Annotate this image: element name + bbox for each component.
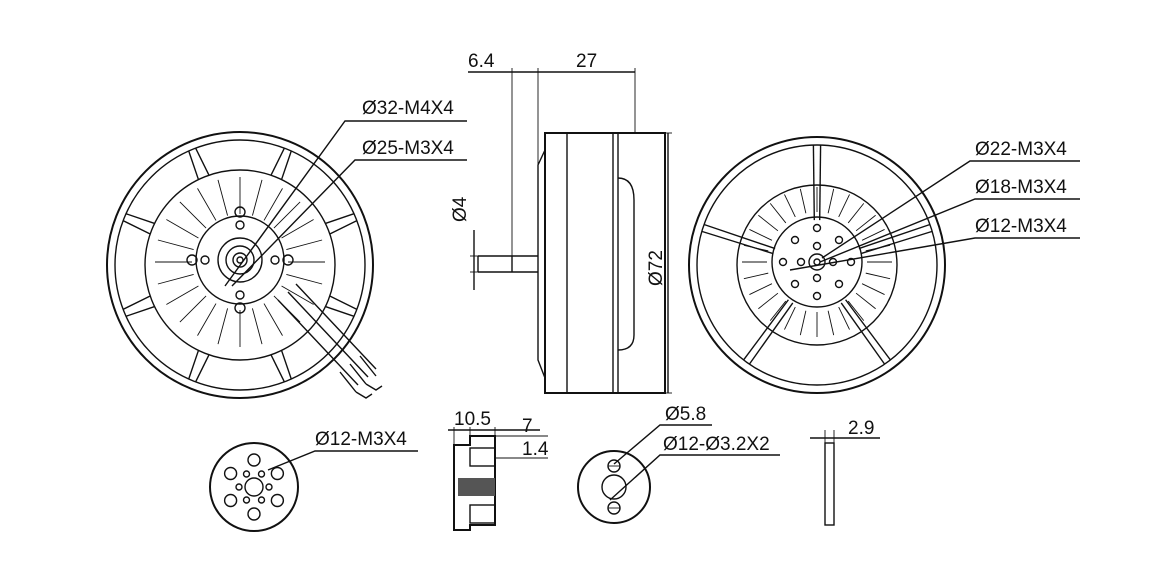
dim-top-mount-12: Ø12-M3X4	[975, 216, 1067, 237]
clamp-view	[577, 424, 780, 524]
dim-shaft-diameter: Ø4	[450, 196, 471, 222]
bottom-view	[106, 120, 467, 399]
dim-top-mount-22: Ø22-M3X4	[975, 139, 1067, 160]
dim-bottom-mount-m4: Ø32-M4X4	[362, 98, 454, 119]
dim-adapter-step: 7	[522, 416, 533, 437]
dim-washer-thickness: 2.9	[848, 418, 874, 439]
adapter-front-view	[209, 442, 418, 532]
dim-top-mount-18: Ø18-M3X4	[975, 177, 1067, 198]
dim-bottom-mount-m3: Ø25-M3X4	[362, 138, 454, 159]
dim-adapter-height: 10.5	[454, 409, 491, 430]
adapter-section-view	[448, 427, 548, 531]
dim-shaft-offset: 6.4	[468, 51, 495, 72]
dim-clamp-holes: Ø12-Ø3.2X2	[663, 434, 770, 455]
dim-adapter-flange: 1.4	[522, 439, 549, 460]
dim-body-diameter: Ø72	[646, 250, 667, 286]
dim-clamp-center: Ø5.8	[665, 404, 706, 425]
side-view	[468, 68, 672, 394]
dim-adapter-mount: Ø12-M3X4	[315, 429, 407, 450]
washer-view	[810, 430, 880, 526]
dim-body-height: 27	[576, 51, 597, 72]
top-view	[688, 136, 1080, 394]
